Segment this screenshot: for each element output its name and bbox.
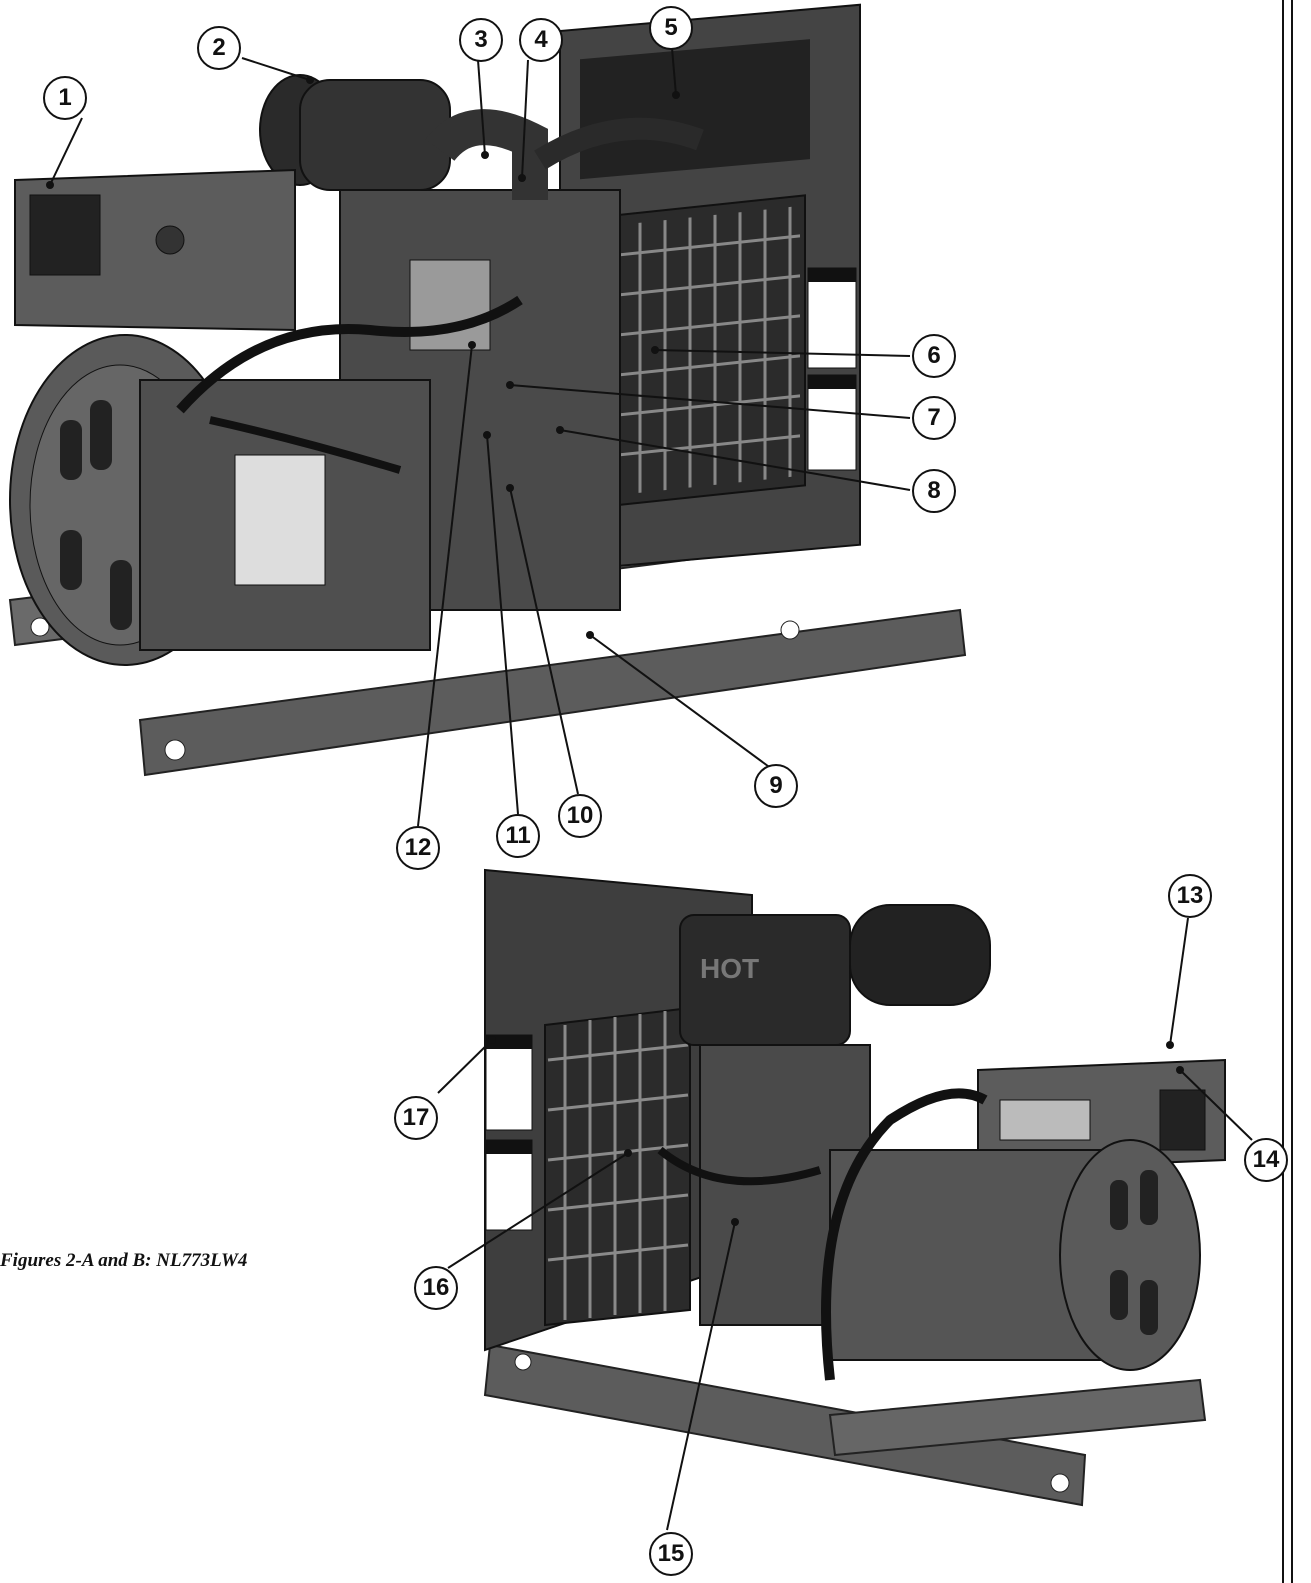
exhaust-manifold: HOT xyxy=(679,914,851,1046)
callout-5: 5 xyxy=(649,6,693,50)
callout-11: 11 xyxy=(496,814,540,858)
generator-end-b xyxy=(829,1139,1201,1371)
air-cleaner-b xyxy=(849,904,991,1006)
danger-label-d xyxy=(485,1139,533,1231)
base-skid-front xyxy=(138,608,967,777)
generator-end xyxy=(9,334,431,666)
callout-6: 6 xyxy=(912,334,956,378)
callout-1: 1 xyxy=(43,76,87,120)
callout-10: 10 xyxy=(558,794,602,838)
danger-label-b xyxy=(807,374,857,471)
intake-pipe xyxy=(425,109,548,200)
callout-7: 7 xyxy=(912,396,956,440)
hot-text: HOT xyxy=(700,953,759,984)
callout-4: 4 xyxy=(519,18,563,62)
callout-2: 2 xyxy=(197,26,241,70)
air-cleaner xyxy=(259,74,451,191)
danger-label-c xyxy=(485,1034,533,1131)
figure-2b-generator-photo: HOT xyxy=(437,868,1253,1531)
callout-15: 15 xyxy=(649,1532,693,1576)
page-border-right xyxy=(1282,0,1284,1583)
callout-9: 9 xyxy=(754,764,798,808)
figure-2a-generator-photo xyxy=(8,3,967,827)
callout-13: 13 xyxy=(1168,874,1212,918)
figure-caption: Figures 2-A and B: NL773LW4 xyxy=(0,1250,248,1271)
callout-3: 3 xyxy=(459,18,503,62)
callout-12: 12 xyxy=(396,826,440,870)
control-box-b xyxy=(977,1058,1226,1172)
belt-guard-b xyxy=(544,1006,691,1327)
callout-17: 17 xyxy=(394,1096,438,1140)
page-border-right-outer xyxy=(1291,0,1293,1583)
danger-label-a xyxy=(807,267,857,369)
callout-16: 16 xyxy=(414,1266,458,1310)
control-box xyxy=(14,168,296,332)
callout-8: 8 xyxy=(912,469,956,513)
callout-14: 14 xyxy=(1244,1138,1288,1182)
